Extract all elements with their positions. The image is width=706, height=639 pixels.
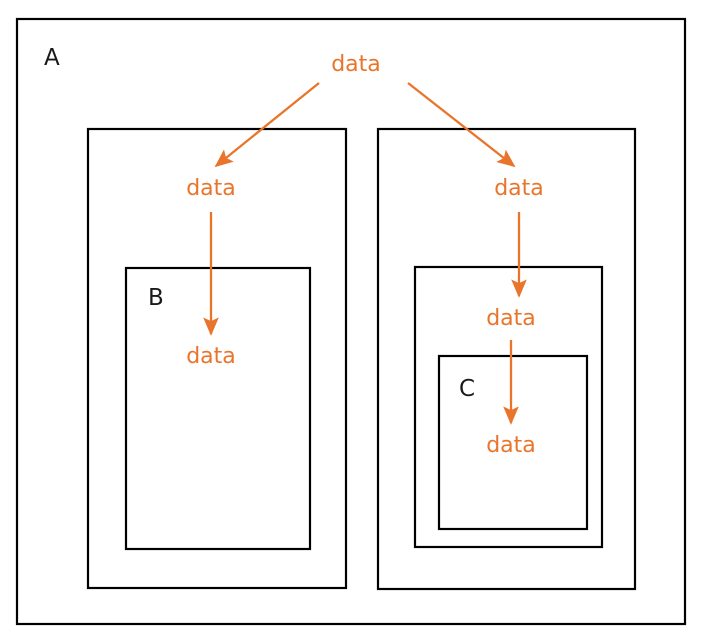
scope-box-mid-right [413, 265, 604, 549]
scope-label-a: A [44, 45, 60, 71]
scope-box-b [124, 266, 312, 551]
flow-root-to-right [407, 82, 516, 168]
scope-label-b: B [148, 285, 164, 311]
flow-root-to-left [214, 82, 320, 168]
scope-label-c: C [459, 376, 475, 402]
scope-box-c [437, 354, 589, 531]
scope-box-a [15, 17, 687, 626]
data-label-root: data [331, 52, 381, 77]
flow-arrows [203, 82, 527, 425]
scope-labels: A B C [44, 45, 475, 402]
data-label-left-inner: data [186, 344, 236, 369]
data-label-right-outer: data [494, 176, 544, 201]
scope-box-a-left [86, 127, 348, 590]
data-labels: data data data data data data [186, 52, 544, 458]
scope-rectangles [15, 17, 687, 626]
scope-box-a-right [376, 127, 637, 591]
data-label-right-inner: data [486, 433, 536, 458]
data-label-left-outer: data [186, 176, 236, 201]
data-label-right-mid: data [486, 306, 536, 331]
